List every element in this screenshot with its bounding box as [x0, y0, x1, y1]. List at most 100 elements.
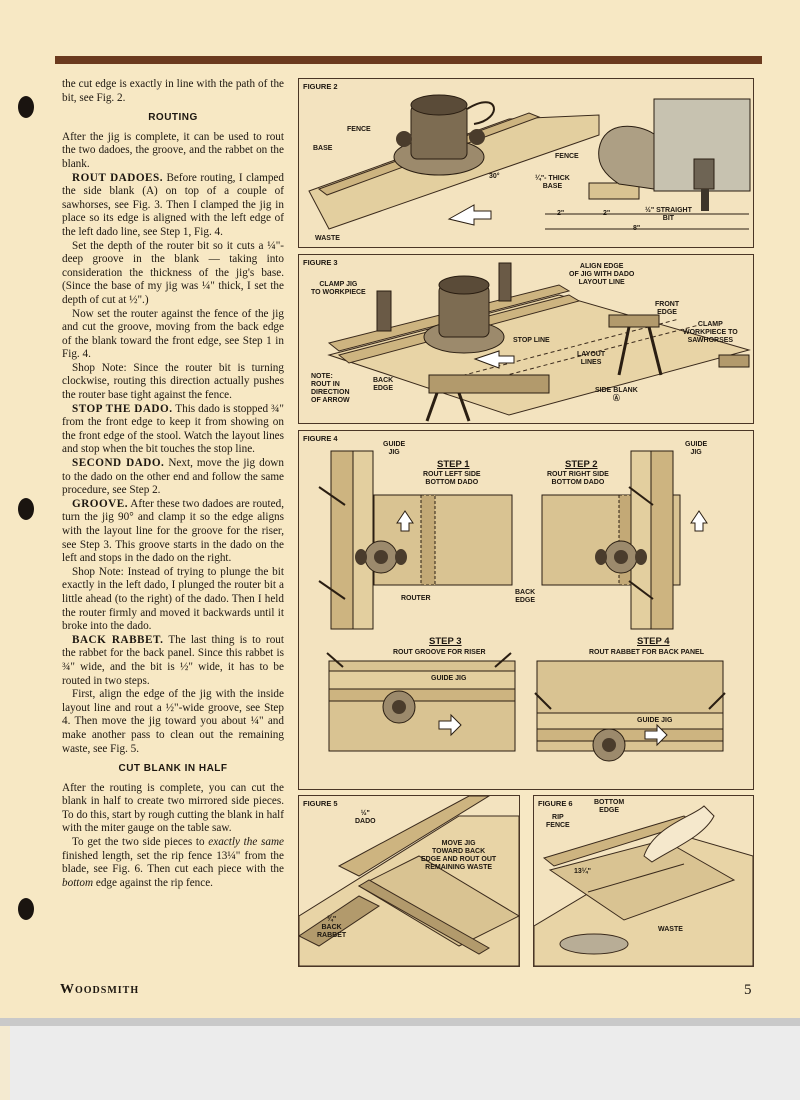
figure-label: FIGURE 3	[303, 258, 338, 267]
paragraph: BACK RABBET. The last thing is to rout t…	[62, 634, 284, 688]
callout-waste: WASTE	[658, 926, 683, 933]
step1-illustration	[318, 450, 513, 630]
callout-back-edge: BACK EDGE	[373, 377, 394, 392]
lead-in: ROUT DADOES.	[72, 171, 163, 184]
paragraph: the cut edge is exactly in line with the…	[62, 78, 284, 104]
step3-illustration	[326, 652, 516, 752]
lead-in: SECOND DADO.	[72, 457, 165, 470]
paragraph-body: Next, move the jig down to the dado on t…	[62, 457, 284, 497]
figure-3: FIGURE 3 CLAMP JIG TO WORKPIECE ALIGN ED…	[298, 254, 754, 424]
dimension-2in: 2"	[603, 210, 611, 217]
scan-border	[0, 1018, 800, 1026]
step-3-title: STEP 3	[429, 636, 462, 647]
callout-side-blank: SIDE BLANK Ⓐ	[595, 387, 638, 402]
router-illustration	[393, 94, 495, 176]
paragraph-body: After these two dadoes are routed, turn …	[62, 497, 284, 565]
dimension-2in: 2"	[557, 210, 565, 217]
callout-fence-right: FENCE	[555, 153, 579, 160]
callout-bottom-edge: BOTTOM EDGE	[594, 799, 625, 814]
step2-illustration	[541, 450, 708, 630]
dimension-8in: 8"	[633, 225, 641, 232]
callout-back-edge: BACK EDGE	[515, 589, 536, 604]
binding-hole	[18, 96, 34, 118]
magazine-name: Woodsmith	[60, 982, 140, 997]
callout-guide-jig: GUIDE JIG	[383, 441, 406, 456]
callout-front-edge: FRONT EDGE	[655, 301, 680, 316]
step-4-subtitle: ROUT RABBET FOR BACK PANEL	[589, 649, 704, 656]
paragraph: STOP THE DADO. This dado is stopped ¾" f…	[62, 403, 284, 457]
figure-6-drawing	[534, 805, 753, 966]
top-rule	[55, 56, 762, 64]
figure-5: FIGURE 5 ½" DADO MOVE JIG TOWARD BACK ED…	[298, 795, 520, 967]
figure-label: FIGURE 6	[538, 799, 573, 808]
dimension-13-quarter: 13¼"	[574, 868, 591, 875]
heading-routing: ROUTING	[148, 112, 198, 124]
paragraph: To get the two side pieces to exactly th…	[62, 836, 284, 890]
figure-4: FIGURE 4 GUIDE JIG GUIDE JIG STEP 1 ROUT…	[298, 430, 754, 790]
lead-in: STOP THE DADO.	[72, 402, 173, 415]
callout-bit: ½" STRAIGHT BIT	[645, 207, 692, 222]
step-2-subtitle: ROUT RIGHT SIDE BOTTOM DADO	[547, 471, 609, 486]
router-illustration	[423, 275, 505, 354]
callout-guide-jig: GUIDE JIG	[431, 675, 467, 682]
figure-label: FIGURE 2	[303, 82, 338, 91]
figure-2: FIGURE 2 FENCE BASE 30° WASTE FENCE ¼"- …	[298, 78, 754, 248]
figure-3-drawing	[327, 262, 751, 422]
lead-in: GROOVE.	[72, 497, 129, 510]
paragraph-body: To get the two side pieces to	[72, 836, 209, 849]
figure-5-drawing	[299, 796, 519, 966]
lead-in: BACK RABBET.	[72, 633, 164, 646]
callout-router: ROUTER	[401, 595, 431, 602]
article-text: the cut edge is exactly in line with the…	[62, 78, 284, 890]
emphasis: bottom	[62, 876, 94, 889]
figure-6: FIGURE 6 BOTTOM EDGE RIP FENCE 13¼" WAST…	[533, 795, 754, 967]
callout-thick-base: ¼"- THICK BASE	[535, 175, 570, 190]
paragraph: Shop Note: Since the router bit is turni…	[62, 361, 284, 402]
figure-2-drawing	[308, 94, 751, 230]
figure-4-drawing	[318, 450, 726, 762]
step-4-title: STEP 4	[637, 636, 670, 647]
callout-guide-jig: GUIDE JIG	[685, 441, 708, 456]
callout-waste: WASTE	[315, 235, 340, 242]
callout-guide-jig: GUIDE JIG	[637, 717, 673, 724]
callout-angle: 30°	[489, 173, 500, 180]
paragraph-body: This dado is stopped ¾" from the front e…	[62, 402, 284, 456]
paragraph: SECOND DADO. Next, move the jig down to …	[62, 457, 284, 498]
heading-cut-blank: CUT BLANK IN HALF	[118, 763, 228, 775]
paragraph: ROUT DADOES. Before routing, I clamped t…	[62, 172, 284, 240]
callout-stop-line: STOP LINE	[513, 337, 550, 344]
emphasis: exactly the same	[208, 836, 284, 849]
paragraph-body: The last thing is to rout the rabbet for…	[62, 633, 284, 687]
paragraph: After the routing is complete, you can c…	[62, 781, 285, 835]
binding-hole	[18, 898, 34, 920]
paragraph: Shop Note: Instead of trying to plunge t…	[62, 565, 284, 633]
step-1-subtitle: ROUT LEFT SIDE BOTTOM DADO	[423, 471, 481, 486]
paragraph-body: edge against the rip fence.	[93, 876, 213, 889]
paragraph: GROOVE. After these two dadoes are route…	[62, 498, 284, 566]
paragraph: Set the depth of the router bit so it cu…	[62, 239, 284, 306]
paragraph: First, align the edge of the jig with th…	[62, 688, 284, 755]
paragraph-body: finished length, set the rip fence 13¼" …	[62, 849, 284, 876]
paragraph: Now set the router against the fence of …	[62, 307, 284, 361]
callout-clamp-sawhorses: CLAMP WORKPIECE TO SAWHORSES	[683, 321, 738, 344]
step-2-title: STEP 2	[565, 459, 598, 470]
callout-base: BASE	[313, 145, 333, 152]
callout-align-edge: ALIGN EDGE OF JIG WITH DADO LAYOUT LINE	[569, 263, 635, 286]
step4-illustration	[534, 660, 726, 762]
paragraph-body: Before routing, I clamped the side blank…	[62, 171, 284, 238]
scan-background	[10, 1026, 800, 1100]
callout-clamp-jig: CLAMP JIG TO WORKPIECE	[311, 281, 366, 296]
step-3-subtitle: ROUT GROOVE FOR RISER	[393, 649, 486, 656]
callout-fence: FENCE	[347, 126, 371, 133]
figure-label: FIGURE 4	[303, 434, 338, 443]
callout-dado: ½" DADO	[355, 810, 376, 825]
callout-back-rabbet: ¾" BACK RABBET	[317, 916, 347, 939]
callout-move-jig: MOVE JIG TOWARD BACK EDGE AND ROUT OUT R…	[421, 840, 497, 871]
binding-hole	[18, 498, 34, 520]
callout-layout-lines: LAYOUT LINES	[577, 351, 606, 366]
step-1-title: STEP 1	[437, 459, 470, 470]
paragraph: After the jig is complete, it can be use…	[62, 130, 284, 170]
callout-rip-fence: RIP FENCE	[546, 814, 570, 829]
page-number: 5	[744, 982, 752, 998]
callout-note: NOTE: ROUT IN DIRECTION OF ARROW	[311, 373, 350, 404]
